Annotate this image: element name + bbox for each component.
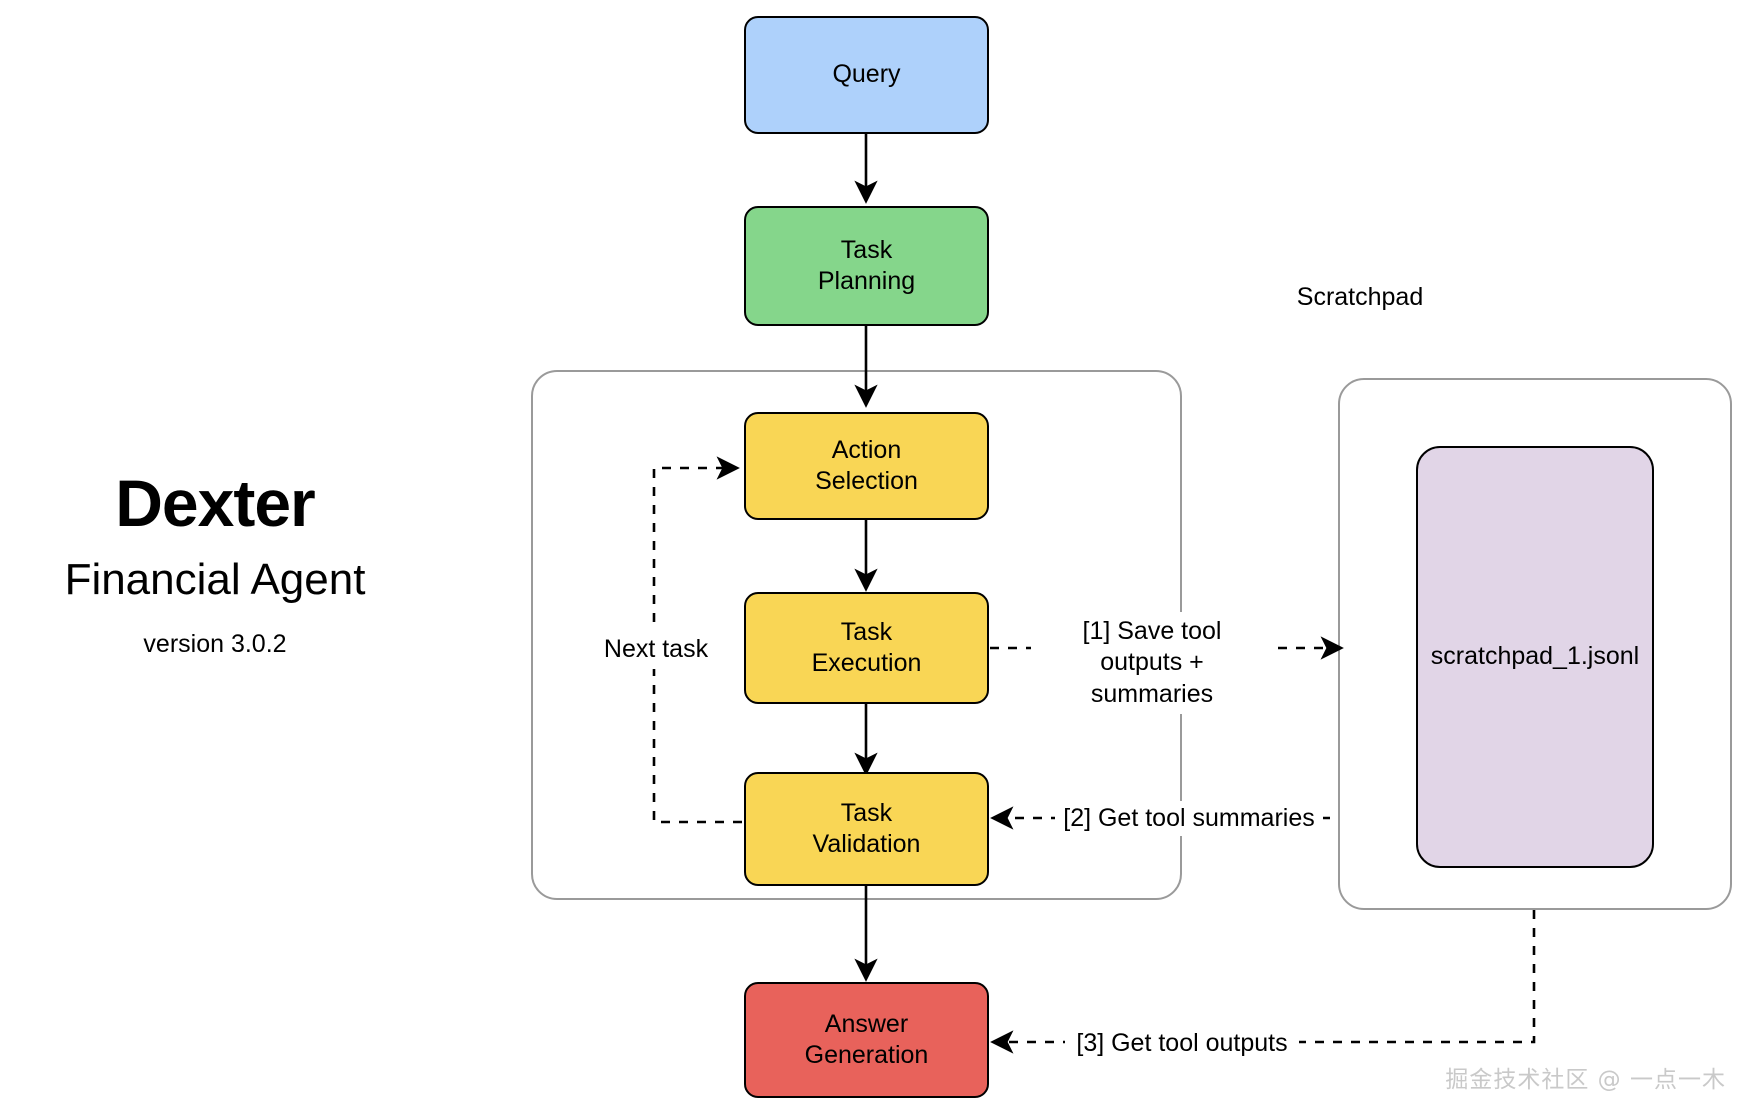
- edge-get-tool-outputs: [990, 910, 1536, 1054]
- node-query-label: Query: [832, 60, 901, 89]
- node-scratchpad-file-label: scratchpad_1.jsonl: [1430, 642, 1640, 671]
- node-task-planning[interactable]: Task Planning: [744, 206, 989, 326]
- brand-subtitle: Financial Agent: [64, 555, 366, 604]
- brand-name: Dexter: [115, 466, 315, 540]
- watermark: 掘金技术社区 @ 一点一木: [1445, 1067, 1726, 1093]
- edge-label-next-task: Next task: [584, 630, 728, 670]
- node-query[interactable]: Query: [744, 16, 989, 134]
- node-task-execution[interactable]: Task Execution: [744, 592, 989, 704]
- brand-block: Dexter Financial Agent version 3.0.2: [0, 470, 430, 659]
- node-task-validation[interactable]: Task Validation: [744, 772, 989, 886]
- node-answer-generation[interactable]: Answer Generation: [744, 982, 989, 1098]
- node-task-validation-label: Task Validation: [812, 798, 921, 858]
- edge-label-get-tool-summaries: [2] Get tool summaries: [1055, 801, 1323, 837]
- edge-label-get-tool-outputs: [3] Get tool outputs: [1065, 1026, 1299, 1062]
- node-answer-generation-label: Answer Generation: [804, 1009, 929, 1069]
- node-task-planning-label: Task Planning: [817, 235, 916, 295]
- node-action-selection-label: Action Selection: [815, 435, 918, 495]
- scratchpad-title: Scratchpad: [1296, 283, 1424, 311]
- brand-version: version 3.0.2: [143, 630, 287, 658]
- node-task-execution-label: Task Execution: [811, 617, 922, 677]
- node-action-selection[interactable]: Action Selection: [744, 412, 989, 520]
- node-scratchpad-file[interactable]: scratchpad_1.jsonl: [1416, 446, 1654, 868]
- edge-label-save-tool-outputs: [1] Save tool outputs + summaries: [1031, 612, 1273, 714]
